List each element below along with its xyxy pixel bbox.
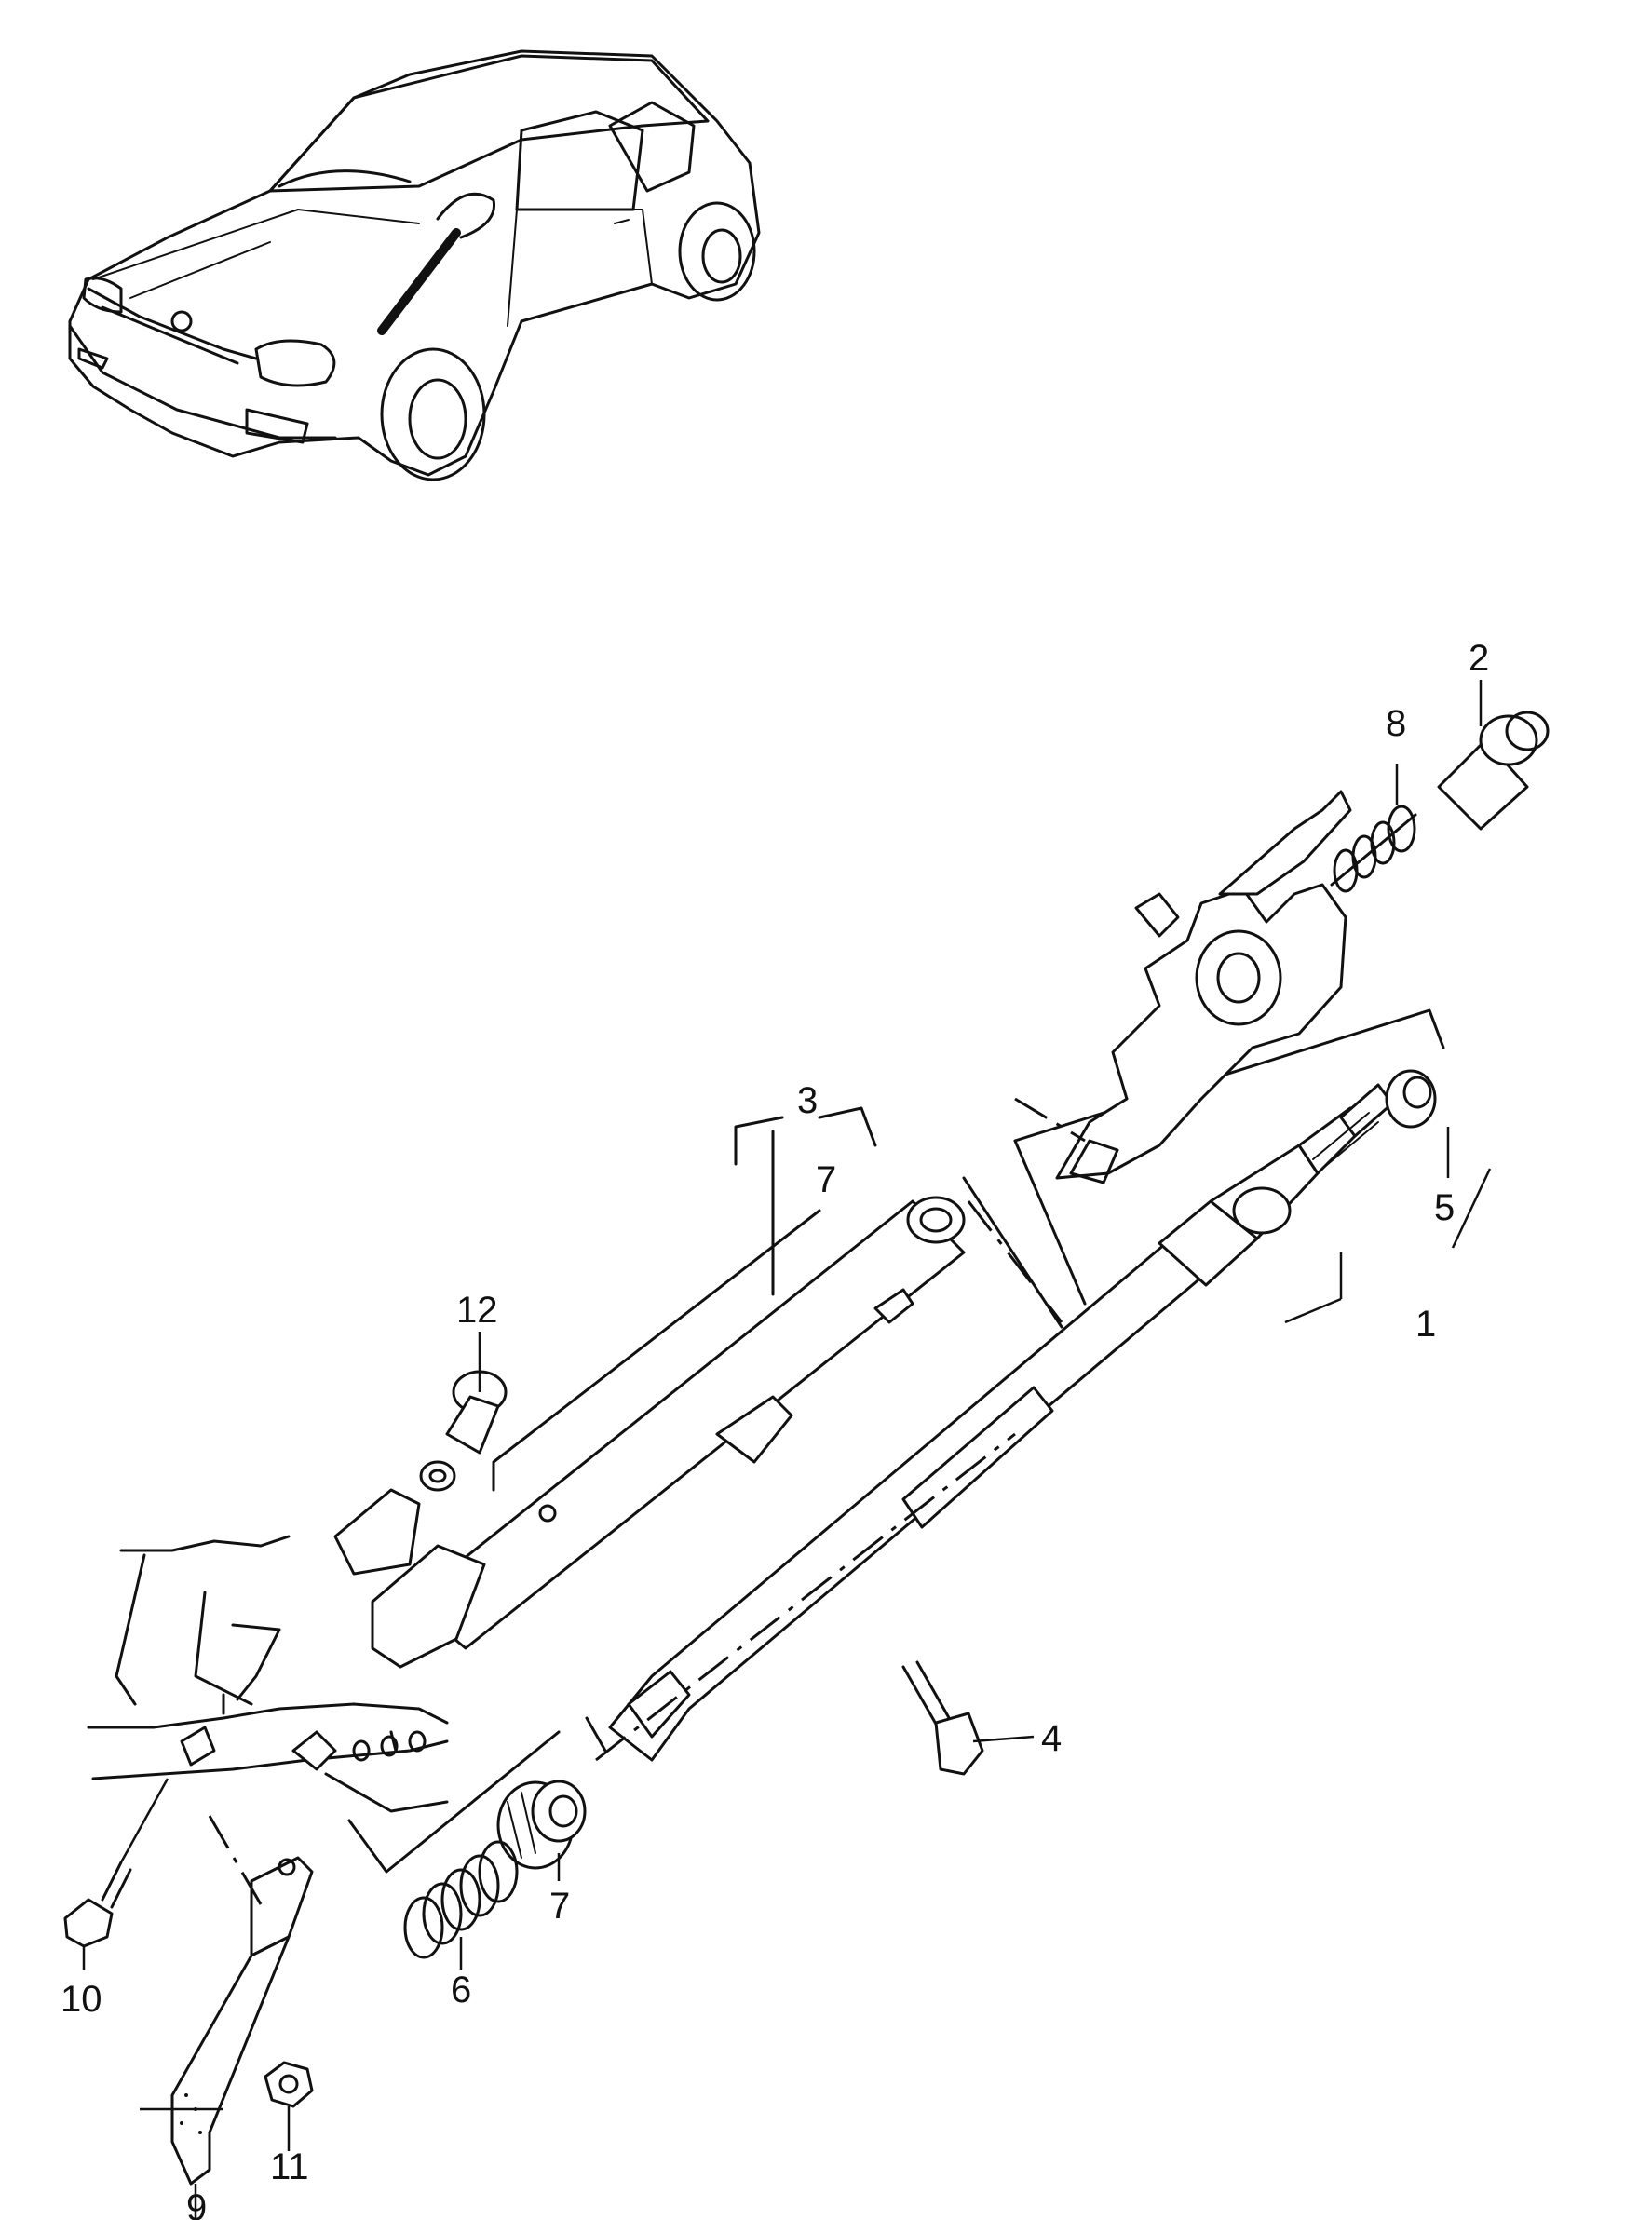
- callout-7-lower: 7: [549, 1886, 570, 1927]
- lower-bracket-frame: [347, 1716, 607, 1874]
- callout-6: 6: [451, 1970, 471, 2010]
- callout-9: 9: [186, 2187, 207, 2220]
- pedal-mounting-area: [87, 1535, 449, 1813]
- callout-3: 3: [797, 1080, 818, 1121]
- nut-part-11: [264, 2061, 314, 2151]
- callout-4: 4: [1041, 1718, 1062, 1759]
- bearing-part-7: [496, 1780, 587, 1870]
- sleeve-part-2: [1437, 711, 1550, 831]
- callout-leaders: [459, 680, 1492, 1970]
- callout-12: 12: [456, 1290, 498, 1331]
- callout-11: 11: [270, 2146, 309, 2187]
- callout-1: 1: [1415, 1304, 1436, 1345]
- bolt-part-12: [419, 1332, 508, 1492]
- column-switch-housing: [1014, 790, 1352, 1184]
- bolt-part-10: [63, 1778, 169, 1970]
- vehicle-locator-illustration: [68, 49, 761, 481]
- spring-part-8: [1330, 805, 1417, 893]
- callout-5: 5: [1434, 1187, 1455, 1228]
- lever-part-9: [140, 1815, 314, 2220]
- callout-8: 8: [1386, 703, 1406, 744]
- callout-7-upper: 7: [816, 1159, 836, 1200]
- steering-shaft-assembly: [595, 1008, 1445, 1762]
- spring-part-6: [403, 1840, 519, 1959]
- callout-2: 2: [1469, 638, 1489, 679]
- screw-part-4: [901, 1660, 1035, 1776]
- callout-labels: 1 2 3 4 5 6 7 7 8 9 10 11 12: [61, 638, 1489, 2220]
- jacket-tube-assembly: [333, 1106, 1063, 1669]
- callout-10: 10: [61, 1979, 102, 2020]
